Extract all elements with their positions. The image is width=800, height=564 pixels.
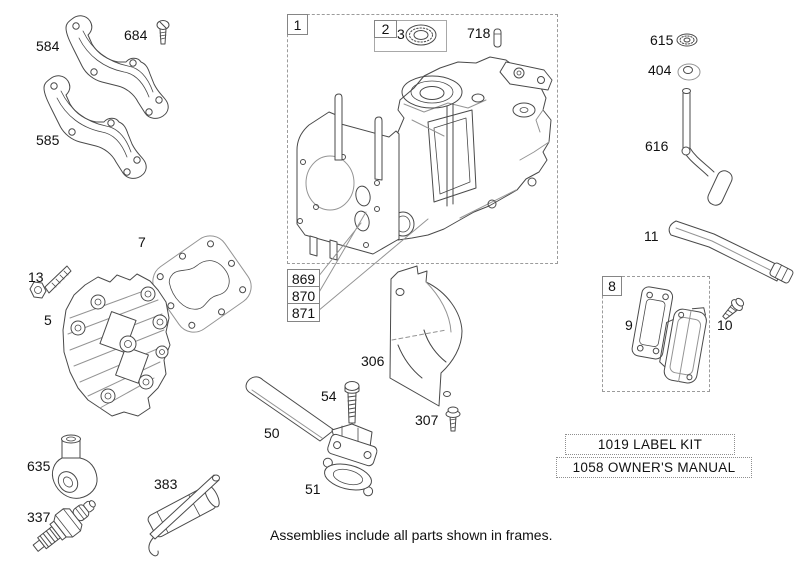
dipstick-tube-11-drawing xyxy=(668,220,794,284)
muffler-9-drawing xyxy=(659,307,707,384)
part-number-584: 584 xyxy=(36,38,60,54)
label-kit-text: 1019 LABEL KIT xyxy=(597,437,703,452)
part-number-3: 3 xyxy=(397,26,405,42)
callout-leader-lines-869-871 xyxy=(317,211,429,312)
callout-box-869: 869 xyxy=(287,269,320,288)
frame-8-number: 8 xyxy=(608,278,616,294)
frame-1-number: 1 xyxy=(293,16,302,33)
screw-684-drawing xyxy=(156,20,170,45)
part-number-5: 5 xyxy=(44,312,52,328)
owners-manual-box: 1058 OWNER'S MANUAL xyxy=(556,457,752,478)
head-bolt-13-drawing xyxy=(29,265,72,299)
frame-8-number-box: 8 xyxy=(602,276,622,296)
muffler-gasket-9-drawing xyxy=(631,286,674,360)
part-number-307: 307 xyxy=(415,412,439,428)
part-number-871: 871 xyxy=(291,304,316,321)
washer-404-drawing xyxy=(677,63,701,81)
frame-2-number: 2 xyxy=(381,21,390,37)
exhaust-gasket-51-drawing xyxy=(322,457,374,497)
crankcase-body-drawing xyxy=(391,56,553,241)
label-kit-box: 1019 LABEL KIT xyxy=(565,434,735,455)
frame-1-number-box: 1 xyxy=(287,14,308,35)
part-number-337: 337 xyxy=(27,509,51,525)
part-number-615: 615 xyxy=(650,32,674,48)
spark-plug-337-drawing xyxy=(32,500,96,552)
dipstick-616-drawing xyxy=(681,88,733,206)
cylinder-head-5-drawing xyxy=(62,273,171,417)
part-number-383: 383 xyxy=(154,476,178,492)
breather-gasket-584-drawing xyxy=(65,15,169,119)
spark-plug-boot-635-drawing xyxy=(51,434,98,499)
plug-wrench-383-drawing xyxy=(147,474,220,557)
part-number-10: 10 xyxy=(717,317,733,333)
cylinder-shield-306-drawing xyxy=(389,265,463,407)
part-number-616: 616 xyxy=(645,138,669,154)
part-number-585: 585 xyxy=(36,132,60,148)
assembly-frame-1 xyxy=(287,14,558,264)
part-number-635: 635 xyxy=(27,458,51,474)
exhaust-tube-50-drawing xyxy=(245,376,378,467)
frame-2-number-box: 2 xyxy=(374,20,397,38)
footer-note: Assemblies include all parts shown in fr… xyxy=(270,527,553,543)
cylinder-face-drawing xyxy=(296,93,400,261)
part-number-7: 7 xyxy=(138,234,146,250)
callout-box-870: 870 xyxy=(287,286,320,305)
part-number-869: 869 xyxy=(291,270,316,287)
part-number-404: 404 xyxy=(648,62,672,78)
part-number-9: 9 xyxy=(625,317,633,333)
part-number-51: 51 xyxy=(305,481,321,497)
part-number-13: 13 xyxy=(28,269,44,285)
assembly-frame-8 xyxy=(602,276,710,392)
screw-54-drawing xyxy=(344,381,360,424)
dowel-pin-718-drawing xyxy=(493,28,502,48)
part-number-11: 11 xyxy=(644,228,659,244)
owners-manual-text: 1058 OWNER'S MANUAL xyxy=(572,460,736,475)
part-number-870: 870 xyxy=(291,287,316,304)
part-number-54: 54 xyxy=(321,388,337,404)
lock-washer-615-drawing xyxy=(676,33,698,47)
part-number-718: 718 xyxy=(467,25,491,41)
part-number-50: 50 xyxy=(264,425,280,441)
screw-10-drawing xyxy=(722,297,745,320)
screw-307-drawing xyxy=(445,406,461,432)
part-number-306: 306 xyxy=(361,353,385,369)
part-number-684: 684 xyxy=(124,27,148,43)
oil-seal-3-drawing xyxy=(405,24,437,46)
callout-box-871: 871 xyxy=(287,303,320,322)
